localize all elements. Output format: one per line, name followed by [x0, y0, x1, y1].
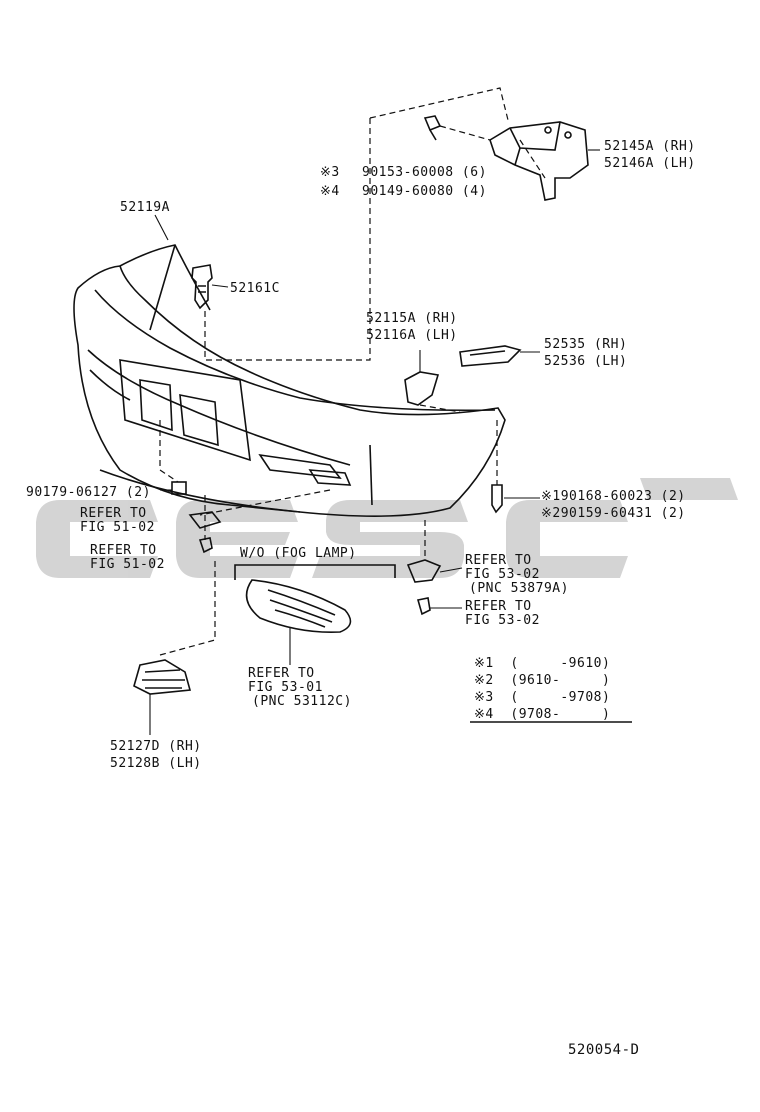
part-label-90153: 90153-60008 (6) — [362, 165, 487, 180]
part-label-52127d: 52127D (RH) — [110, 739, 202, 754]
refer-53-02a-line1: REFER TO — [465, 553, 532, 568]
diagram-code: 520054-D — [568, 1042, 640, 1058]
part-label-90168: ※190168-60023 (2) — [541, 489, 686, 504]
clip-refer-53-02a — [406, 559, 442, 583]
grille-52127d — [133, 659, 192, 695]
note-3: ※3 — [320, 165, 340, 180]
refer-51-02b-line2: FIG 51-02 — [90, 557, 165, 572]
solid-leaders — [149, 149, 600, 735]
clip-90179 — [171, 481, 187, 495]
refer-51-02a-line2: FIG 51-02 — [80, 520, 155, 535]
note-4: ※4 — [320, 184, 340, 199]
clip-refer-51-02b — [198, 537, 213, 554]
clip-52161c — [191, 264, 213, 310]
refer-53-01-line3: (PNC 53112C) — [252, 694, 352, 709]
part-label-52115a: 52115A (RH) — [366, 311, 458, 326]
legend-row-1: ※1 ( -9610) — [474, 656, 611, 671]
refer-51-02b-line1: REFER TO — [90, 543, 157, 558]
part-label-52116a: 52116A (LH) — [366, 328, 458, 343]
refer-53-02a-line3: (PNC 53879A) — [469, 581, 569, 596]
part-label-90149: 90149-60080 (4) — [362, 184, 487, 199]
part-label-52161c: 52161C — [230, 281, 280, 296]
refer-53-02b-line2: FIG 53-02 — [465, 613, 540, 628]
part-label-90179: 90179-06127 (2) — [26, 485, 151, 500]
refer-53-01-line2: FIG 53-01 — [248, 680, 323, 695]
refer-53-01-line1: REFER TO — [248, 666, 315, 681]
legend-row-2: ※2 (9610- ) — [474, 673, 611, 688]
bracket-52145a — [489, 121, 589, 201]
fog-lamp-cover — [245, 579, 352, 634]
refer-53-02a-line2: FIG 53-02 — [465, 567, 540, 582]
part-label-52128b: 52128B (LH) — [110, 756, 202, 771]
bumper-cover — [73, 244, 506, 517]
legend-row-4: ※4 (9708- ) — [474, 707, 611, 722]
fog-bracket-line — [234, 564, 396, 580]
watermark-logo — [36, 478, 738, 578]
bracket-52115a — [404, 371, 440, 406]
part-label-52536: 52536 (LH) — [544, 354, 628, 369]
strip-52535 — [459, 345, 522, 367]
clip-refer-51-02a — [188, 511, 222, 529]
bolt-90153 — [423, 115, 442, 141]
part-label-52146a: 52146A (LH) — [604, 156, 696, 171]
part-label-90159: ※290159-60431 (2) — [541, 506, 686, 521]
part-label-52535: 52535 (RH) — [544, 337, 628, 352]
refer-53-02b-line1: REFER TO — [465, 599, 532, 614]
screw-90168 — [491, 484, 503, 514]
clip-refer-53-02b — [416, 597, 431, 616]
legend-row-3: ※3 ( -9708) — [474, 690, 611, 705]
fog-lamp-note: W/O (FOG LAMP) — [240, 546, 357, 561]
part-label-52119a: 52119A — [120, 200, 170, 215]
refer-51-02a-line1: REFER TO — [80, 506, 147, 521]
part-label-52145a: 52145A (RH) — [604, 139, 696, 154]
dashed-leaders — [159, 87, 546, 656]
